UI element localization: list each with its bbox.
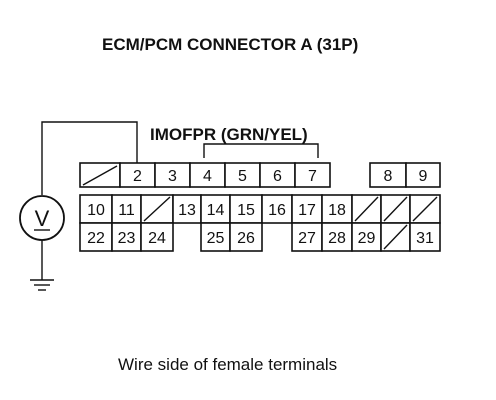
terminal-label: 3: [168, 168, 177, 185]
terminal-11: [111, 194, 142, 224]
terminal-label: 9: [419, 168, 428, 185]
blank-terminal-slash: [354, 196, 379, 222]
terminal-22: [79, 222, 113, 252]
terminal-label: 11: [118, 202, 135, 219]
blank-terminal-slash: [143, 196, 171, 222]
terminal-label: 4: [203, 168, 212, 185]
terminal-26: [229, 222, 263, 252]
blank-terminal-slash: [412, 196, 438, 222]
voltmeter-symbol: V: [35, 206, 50, 231]
terminal-label: 16: [268, 202, 286, 219]
terminal-28: [321, 222, 353, 252]
connector-a: 2 3 4 5 6 7 8 9 10 11 13: [79, 162, 441, 252]
terminal-label: 27: [298, 230, 316, 247]
terminal-label: 13: [178, 202, 196, 219]
terminal-label: 2: [133, 168, 142, 185]
terminal-label: 8: [384, 168, 393, 185]
voltmeter-icon: V: [19, 195, 65, 241]
terminal-9: [405, 162, 441, 188]
terminal-label: 7: [308, 168, 317, 185]
terminal-24: [140, 222, 174, 252]
blank-terminal-slash: [383, 196, 408, 222]
terminal-label: 15: [237, 202, 255, 219]
terminal-31: [409, 222, 441, 252]
terminal-3: [154, 162, 191, 188]
ground-icon: [30, 279, 54, 291]
terminal-label: 26: [237, 230, 255, 247]
terminal-label: 29: [358, 230, 376, 247]
terminal-label: 17: [298, 202, 316, 219]
terminal-label: 5: [238, 168, 247, 185]
terminal-label: 31: [416, 230, 434, 247]
terminal-7: [294, 162, 331, 188]
terminal-label: 23: [118, 230, 136, 247]
signal-label: IMOFPR (GRN/YEL): [150, 125, 308, 144]
terminal-17: [291, 194, 323, 224]
diagram-title: ECM/PCM CONNECTOR A (31P): [102, 35, 358, 54]
blank-terminal-slash: [82, 165, 118, 186]
blank-terminal-slash: [383, 224, 408, 250]
terminal-label: 18: [328, 202, 346, 219]
signal-bracket: [203, 143, 319, 158]
terminal-label: 14: [207, 202, 225, 219]
diagram-caption: Wire side of female terminals: [118, 355, 337, 374]
terminal-29: [351, 222, 382, 252]
probe-wire: [41, 121, 138, 195]
terminal-label: 25: [207, 230, 225, 247]
terminal-14: [200, 194, 231, 224]
terminal-label: 10: [87, 202, 105, 219]
terminal-label: 22: [87, 230, 105, 247]
row-2: 10 11 13 14 15 16 17 18: [79, 194, 441, 224]
row-3: 22 23 24 25 26 27 28 29 31: [79, 222, 441, 252]
terminal-label: 28: [328, 230, 346, 247]
row-1: 2 3 4 5 6 7 8 9: [79, 162, 441, 188]
terminal-23: [111, 222, 142, 252]
terminal-16: [261, 194, 293, 224]
terminal-15: [229, 194, 263, 224]
terminal-label: 24: [148, 230, 166, 247]
terminal-label: 6: [273, 168, 282, 185]
